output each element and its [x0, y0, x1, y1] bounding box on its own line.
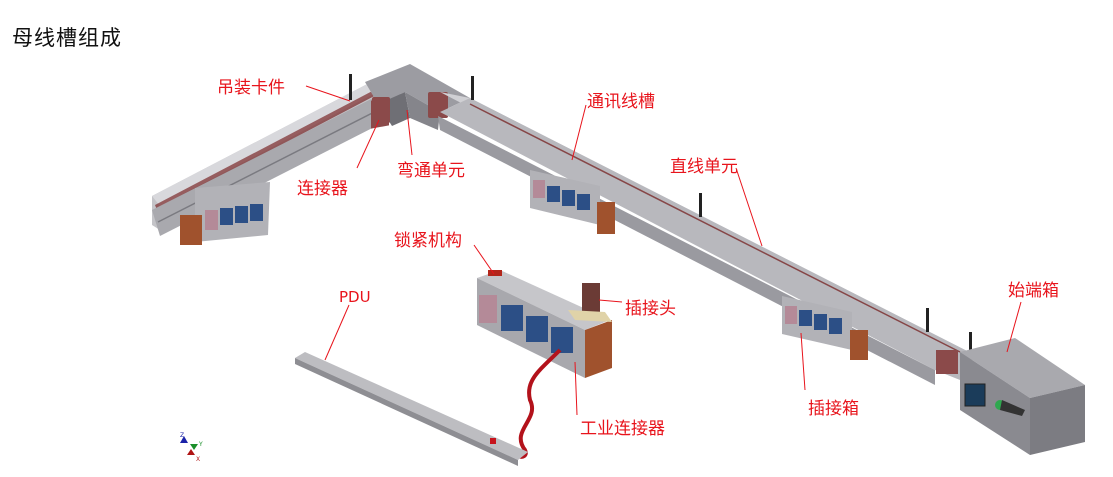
label-hanging-clip: 吊装卡件 — [217, 78, 285, 98]
label-plug-head: 插接头 — [625, 299, 676, 319]
axis-x-label: X — [196, 456, 200, 463]
plug-box-middle — [530, 170, 615, 234]
label-comm-trunk: 通讯线槽 — [587, 92, 655, 112]
axis-y-label: Y — [198, 441, 203, 448]
label-straight-unit: 直线单元 — [670, 157, 738, 177]
label-plug-box: 插接箱 — [808, 399, 859, 419]
label-locking-mechanism: 锁紧机构 — [394, 231, 462, 251]
start-box — [936, 338, 1085, 455]
axis-triad — [180, 436, 198, 455]
label-elbow-unit: 弯通单元 — [397, 161, 465, 181]
label-connector: 连接器 — [297, 179, 348, 199]
connector-plate-left — [372, 97, 390, 123]
label-start-box: 始端箱 — [1008, 281, 1059, 301]
leader-lines — [305, 85, 1022, 416]
axis-z-label: Z — [180, 432, 184, 439]
plug-box-exploded — [477, 270, 612, 378]
pdu-strip — [295, 352, 528, 466]
plug-box-right — [782, 296, 868, 360]
page-title: 母线槽组成 — [12, 26, 122, 50]
cable — [517, 348, 562, 459]
hanging-clips — [349, 74, 972, 354]
label-pdu: PDU — [339, 288, 371, 306]
plug-box-left — [180, 182, 270, 245]
label-industrial-connector: 工业连接器 — [580, 419, 665, 439]
